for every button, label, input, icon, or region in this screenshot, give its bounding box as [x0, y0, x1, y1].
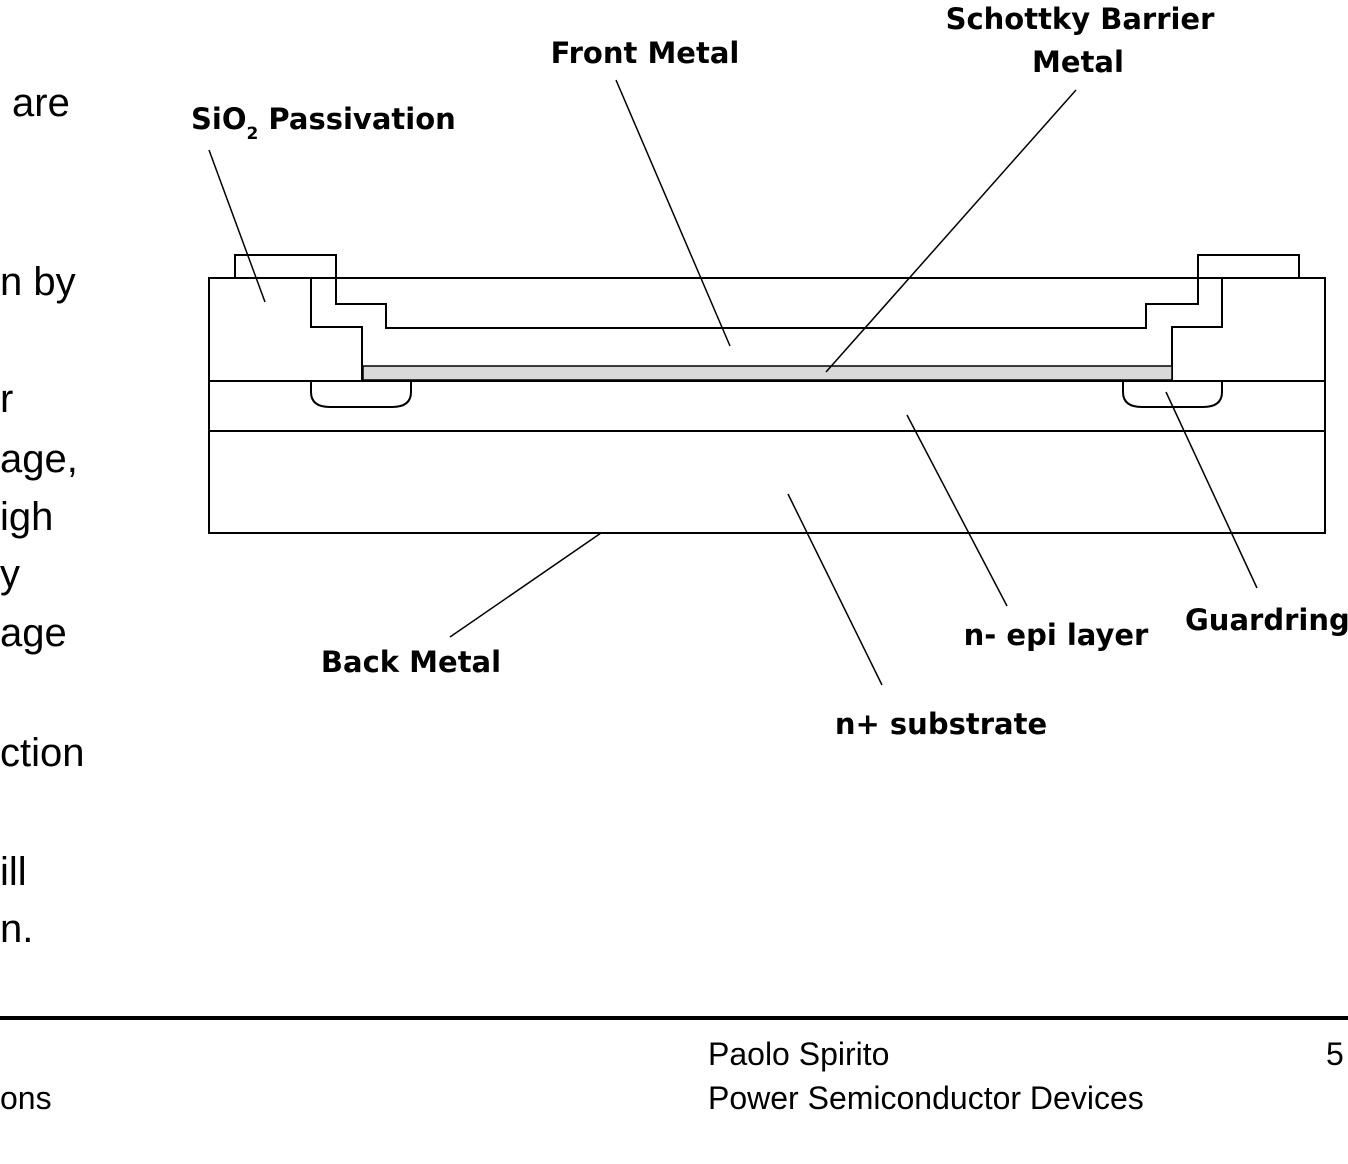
text-fragment: ill [0, 850, 27, 894]
label-schottky-line1: Schottky Barrier [946, 2, 1216, 36]
schottky-barrier-layer [362, 365, 1173, 381]
text-fragment: r [0, 377, 14, 421]
leader-front-metal [615, 79, 731, 347]
slide-body-text: are n by r age, igh y age ction ill n. [0, 0, 110, 1000]
text-fragment: n. [0, 907, 34, 951]
footer-divider [0, 1016, 1348, 1020]
page-number: 5 [1326, 1036, 1344, 1072]
front-metal-outline [234, 254, 1300, 329]
left-guardring-well [310, 381, 412, 408]
leader-guardring [1165, 391, 1258, 589]
device-body [208, 277, 1326, 534]
footer-author: Paolo Spirito [708, 1036, 890, 1072]
text-fragment: age [0, 611, 67, 655]
label-guardring: Guardring [1185, 603, 1348, 637]
label-n-epi-layer: n- epi layer [964, 618, 1149, 652]
label-schottky-line2: Metal [1032, 45, 1124, 79]
leader-back-metal [449, 532, 602, 638]
text-fragment: ction [0, 731, 85, 775]
footer-course: Power Semiconductor Devices [708, 1080, 1144, 1116]
text-fragment: n by [0, 260, 76, 304]
text-fragment: are [12, 81, 70, 125]
text-fragment: age, [0, 437, 78, 481]
label-sio2-prefix: SiO [191, 102, 246, 136]
text-fragment: y [0, 552, 20, 596]
label-front-metal: Front Metal [551, 36, 740, 70]
label-sio2-suffix: Passivation [258, 102, 455, 136]
footer-left-fragment: ons [0, 1080, 52, 1116]
left-passivation-outline [209, 277, 363, 381]
schottky-diode-cross-section: Schottky Barrier Metal Front Metal SiO2 … [191, 2, 1348, 741]
label-back-metal: Back Metal [321, 645, 501, 679]
leader-n-substrate [787, 493, 883, 686]
label-sio2-subscript: 2 [246, 124, 258, 144]
label-n-substrate: n+ substrate [835, 707, 1047, 741]
right-passivation-outline [1171, 277, 1325, 381]
right-guardring-well [1122, 381, 1223, 408]
leader-n-epi [906, 414, 1008, 607]
leader-schottky [825, 89, 1077, 373]
leader-sio2 [208, 149, 266, 303]
text-fragment: igh [0, 495, 54, 539]
label-sio2-passivation: SiO2 Passivation [191, 102, 456, 144]
